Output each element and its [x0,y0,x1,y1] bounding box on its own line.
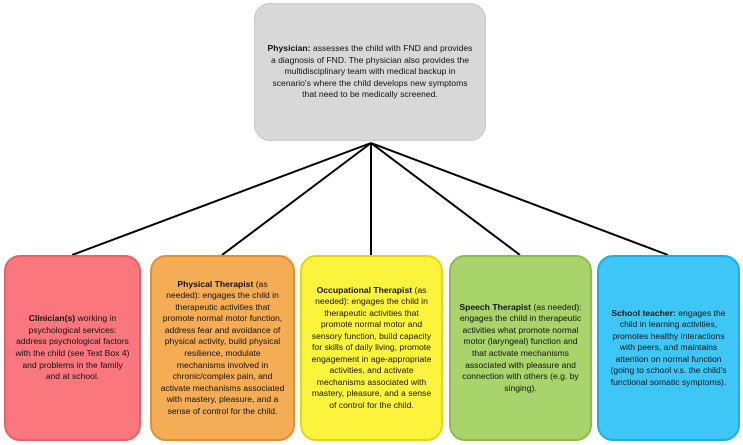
physical-therapist-box: Physical Therapist (as needed): engages … [150,255,295,441]
physician-description: Physician: assesses the child with FND a… [265,43,475,101]
clinician-text: working in psychological services: addre… [15,313,130,382]
connector-line [370,142,521,256]
clinician-box: Clinician(s) working in psychological se… [4,255,141,441]
clinician-title: Clinician(s) [28,313,76,324]
speech-therapist-title: Speech Therapist [459,301,531,312]
physical-therapist-text: (as needed): engages the child in therap… [160,278,285,416]
occupational-therapist-box: Occupational Therapist (as needed): enga… [300,255,443,441]
physician-box: Physician: assesses the child with FND a… [254,3,486,141]
school-teacher-box: School teacher: engages the child in lea… [597,255,740,441]
physician-title: Physician: [267,43,311,54]
connector-line [370,142,669,256]
speech-therapist-box: Speech Therapist (as needed): engages th… [449,255,592,441]
school-teacher-title: School teacher: [611,307,676,318]
connector-line [221,142,372,256]
connector-line [71,142,372,256]
school-teacher-text: engages the child in learning activities… [610,307,727,387]
occupational-therapist-title: Occupational Therapist [316,284,413,295]
physical-therapist-title: Physical Therapist [177,278,254,289]
occupational-therapist-text: (as needed): engages the child in therap… [311,284,432,410]
speech-therapist-text: (as needed): engages the child in therap… [459,301,582,393]
physician-text: assesses the child with FND and provides… [270,43,473,100]
